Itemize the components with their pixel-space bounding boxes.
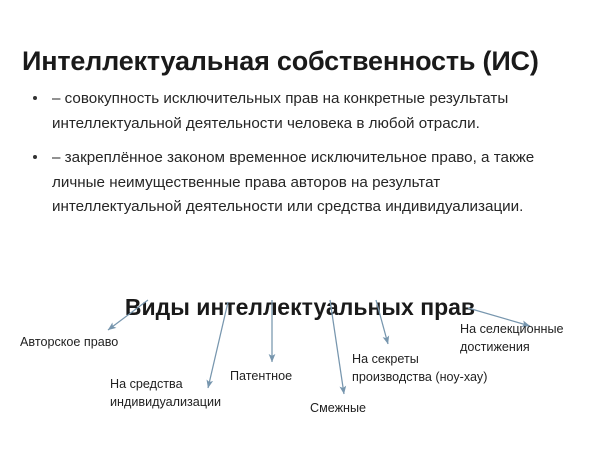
- list-item: – закреплённое законом временное исключи…: [26, 146, 566, 220]
- list-item-text: – закреплённое законом временное исключи…: [52, 149, 535, 215]
- diagram-leaf-trade-secret: На секреты производства (ноу-хау): [352, 352, 488, 384]
- bullet-dot-icon: [33, 96, 37, 100]
- diagram-leaf-individualization: На средства индивидуализации: [110, 377, 222, 409]
- diagram-leaf-breeding: На селекционные достижения: [460, 322, 564, 354]
- page-title: Интеллектуальная собственность (ИС): [22, 46, 539, 77]
- list-item: – совокупность исключительных прав на ко…: [26, 87, 566, 136]
- diagram-leaf-related: Смежные: [310, 401, 367, 415]
- diagram-heading: Виды интеллектуальных прав: [124, 294, 476, 321]
- diagram-leaf-copyright: Авторское право: [20, 335, 119, 349]
- list-item-text: – совокупность исключительных прав на ко…: [52, 90, 509, 132]
- bullet-dot-icon: [33, 155, 37, 159]
- diagram-leaf-patent: Патентное: [230, 369, 293, 383]
- definition-list: – совокупность исключительных прав на ко…: [26, 87, 566, 230]
